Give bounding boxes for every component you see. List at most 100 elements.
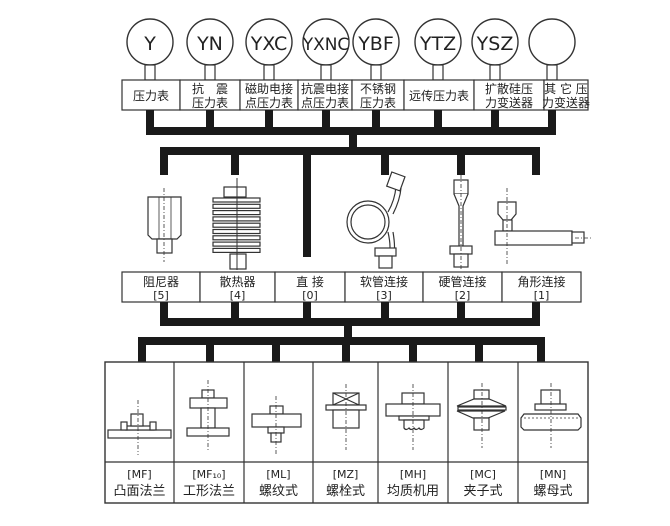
gauge-label: 扩散硅压 [485, 81, 533, 96]
connection-0: 阻尼器[5] [121, 271, 201, 303]
gauge-label: 点压力表 [301, 96, 349, 110]
gauge-label: 力变送器 [542, 95, 590, 110]
mount-0: [MF] 凸面法兰 [113, 468, 165, 499]
gauge-stem-icon [546, 64, 558, 81]
trunk-bar [344, 318, 352, 341]
nut-icon [520, 383, 582, 448]
connection-drop-bar [160, 147, 168, 175]
gauge-stem-icon [204, 64, 216, 81]
connection-code: [3] [376, 289, 392, 302]
connection-name: 硬管连接 [438, 274, 486, 289]
connection-distributor-bar [160, 147, 540, 155]
connection-out-bar [457, 302, 465, 322]
connection-name: 阻尼器 [143, 275, 179, 289]
connection-label-box [121, 271, 201, 303]
damper-icon [147, 188, 182, 262]
rigid-pipe-icon [449, 175, 473, 270]
gauge-drop-bar [146, 110, 154, 130]
mount-drop-bar [537, 337, 545, 362]
gauge-label: 力变送器 [485, 95, 533, 110]
mount-code: [MF₁₀] [192, 468, 225, 481]
bolt-icon [325, 384, 367, 450]
gauge-code: YXC [250, 33, 288, 55]
gauge-drop-bar [372, 110, 380, 130]
mount-name: 螺纹式 [259, 484, 298, 499]
mount-code: [MF] [127, 468, 151, 481]
gauge-label: 不锈钢 [360, 82, 396, 96]
gauge-code: YBF [357, 33, 394, 55]
gauge-label: 抗 震 [192, 81, 228, 96]
i-flange-icon [186, 380, 230, 452]
mount-drop-bar [138, 337, 146, 362]
connection-row: 阻尼器[5]散热器[4]直 接[0]软管连接[3]硬管连接[2]角形连接[1] [121, 171, 593, 303]
connection-5: 角形连接[1] [501, 271, 582, 303]
gauge-label: 磁助电接 [245, 81, 293, 96]
gauge-label: 压力表 [192, 96, 228, 110]
gauge-label: 抗震电接 [301, 81, 349, 96]
mount-name: 工形法兰 [183, 484, 235, 499]
mount-name: 均质机用 [387, 484, 439, 499]
connection-code: [5] [153, 289, 169, 302]
mount-drop-bar [272, 337, 280, 362]
gauge-code: YSZ [476, 33, 514, 55]
connection-name: 散热器 [219, 274, 255, 289]
connection-out-bar [532, 302, 540, 322]
gauge-stem-icon [320, 64, 332, 81]
gauge-stem-icon [370, 64, 382, 81]
connection-drop-bar [457, 147, 465, 175]
gauge-drop-bar [265, 110, 273, 130]
mount-name: 螺栓式 [326, 484, 365, 499]
mount-1: [MF₁₀] 工形法兰 [173, 362, 235, 503]
mount-name: 凸面法兰 [113, 484, 165, 499]
gauge-code: YTZ [419, 33, 456, 55]
gauge-label-box [543, 79, 589, 111]
mount-drop-bar [342, 337, 350, 362]
mount-code: [ML] [266, 468, 290, 481]
gauge-label-box [297, 79, 353, 111]
gauge-stem-icon [432, 64, 444, 81]
mount-drop-bar [409, 337, 417, 362]
gauge-label-box [403, 79, 475, 111]
mount-code: [MN] [540, 468, 566, 481]
mount-code: [MC] [470, 468, 496, 481]
gauge-label: 其 它 压 [544, 81, 588, 96]
flexible-hose-icon [346, 171, 406, 269]
angle-connector-icon [494, 188, 593, 265]
mount-drop-bar [206, 337, 214, 362]
connection-code: [1] [534, 289, 550, 302]
clamp-icon [456, 383, 507, 448]
gauge-drop-bar [206, 110, 214, 130]
gauge-label: 压力表 [360, 96, 396, 110]
mount-2: [ML] 螺纹式 [243, 362, 298, 503]
gauge-stem-icon [144, 64, 156, 81]
connection-4: 硬管连接[2] [422, 271, 503, 303]
mount-name: 螺母式 [533, 484, 572, 499]
connection-label-box [501, 271, 582, 303]
gauge-label-box [473, 79, 545, 111]
gauge-dial-icon [528, 18, 576, 66]
mount-name: 夹子式 [463, 484, 502, 499]
gauge-bus [146, 110, 556, 257]
connection-out-bar [303, 302, 311, 322]
direct-pipe-bar [303, 147, 311, 257]
connection-name: 直 接 [296, 274, 324, 289]
raised-flange-icon [107, 400, 172, 455]
connection-code: [2] [455, 289, 471, 302]
radiator-icon [212, 178, 261, 270]
mount-bus [138, 302, 545, 362]
mount-table [104, 361, 589, 504]
threaded-icon [251, 396, 302, 455]
gauge-code: YXNC [302, 35, 350, 55]
mount-3: [MZ]螺栓式 [312, 362, 365, 503]
trunk-bar [349, 127, 357, 150]
connection-name: 角形连接 [517, 274, 565, 289]
gauge-label: 压力表 [133, 89, 169, 103]
